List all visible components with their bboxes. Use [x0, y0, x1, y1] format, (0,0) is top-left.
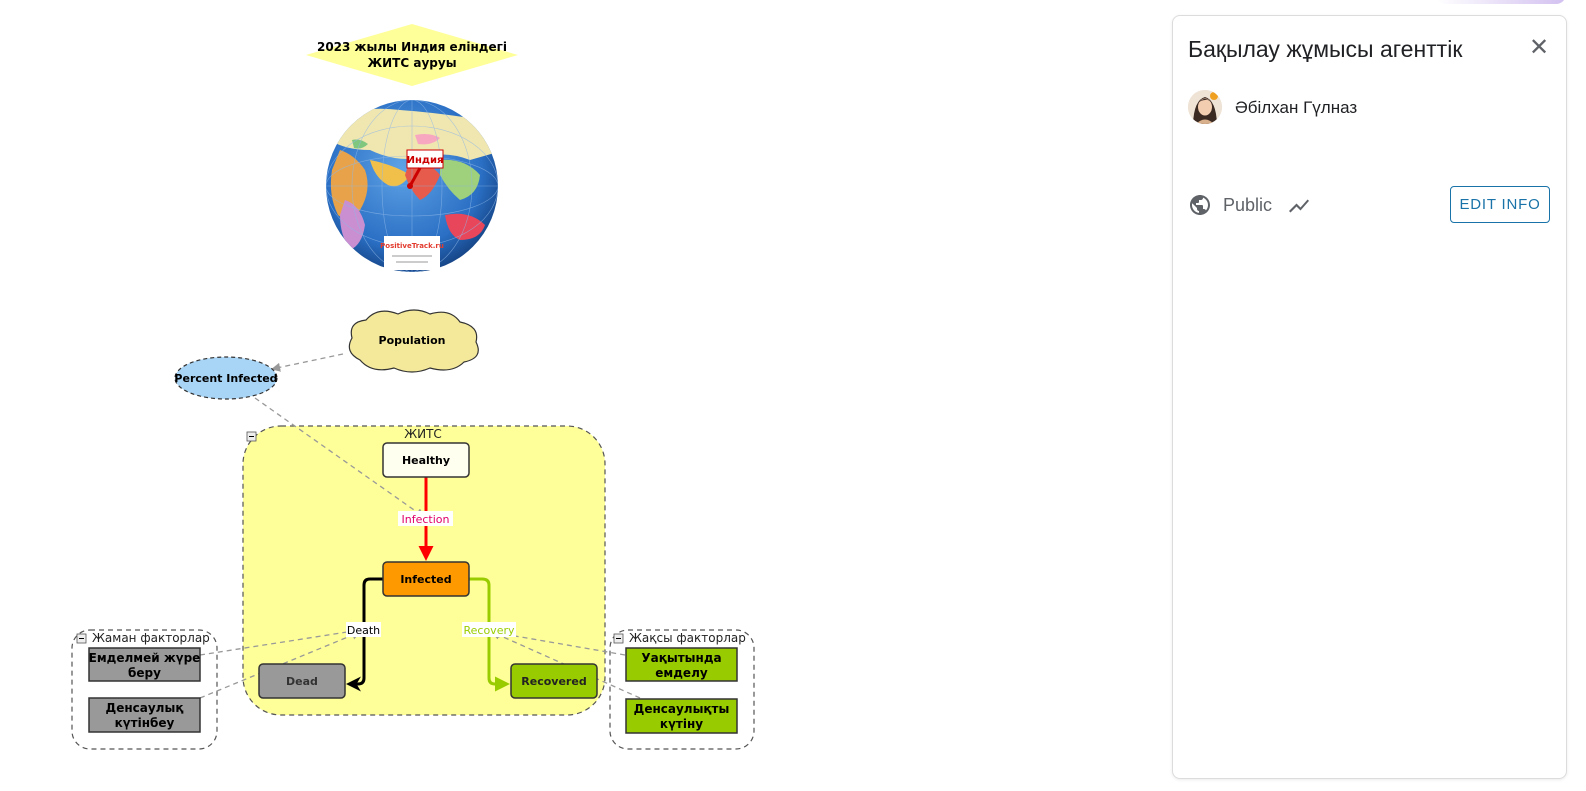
title-line-2: ЖИТС ауруы [367, 56, 456, 70]
bad-factor-1-line-1: Емделмей жүре [89, 651, 201, 665]
percent-infected-label: Percent Infected [174, 372, 277, 385]
trending-icon[interactable] [1287, 194, 1311, 218]
recovered-stock[interactable]: Recovered [510, 663, 598, 699]
author-name[interactable]: Әбілхан Гүлназ [1235, 98, 1358, 117]
edit-info-button[interactable]: EDIT INFO [1450, 186, 1550, 223]
india-globe-image[interactable]: PositiveTrack.ru Индия [326, 100, 505, 272]
panel-title: Бақылау жұмысы агенттік [1188, 36, 1463, 62]
bad-factors-label: Жаман факторлар [92, 631, 210, 645]
healthy-stock[interactable]: Healthy [382, 442, 470, 478]
population-variable[interactable]: Population [348, 309, 479, 373]
healthy-label: Healthy [402, 454, 450, 467]
good-factors-label: Жақсы факторлар [629, 631, 746, 645]
bad-factor-1-line-2: беру [128, 666, 161, 680]
recovery-label: Recovery [463, 624, 514, 637]
death-label: Death [347, 624, 380, 637]
visibility-label: Public [1223, 195, 1273, 215]
bad-factor-2-line-1: Денсаулық [106, 701, 184, 715]
death-flow[interactable]: Death [346, 577, 384, 692]
title-diamond[interactable]: 2023 жылы Индия еліндегі ЖИТС ауруы [306, 24, 518, 86]
percent-infected-variable[interactable]: Percent Infected [174, 356, 278, 400]
infected-stock[interactable]: Infected [382, 561, 470, 597]
good-factor-timely-treatment[interactable]: Уақытында емделу [625, 647, 738, 682]
recovered-label: Recovered [521, 675, 586, 688]
good-factor-1-line-1: Уақытында [641, 651, 721, 665]
globe-india-label: Индия [407, 155, 444, 166]
recovery-flow[interactable]: Recovery [462, 577, 516, 692]
infection-label: Infection [402, 513, 450, 526]
bad-factor-no-treatment[interactable]: Емделмей жүре беру [88, 647, 201, 682]
corner-decoration [1436, 0, 1566, 4]
population-label: Population [379, 334, 446, 347]
bad-factor-no-health-care[interactable]: Денсаулық күтінбеу [88, 697, 201, 733]
bad-factor-2-line-2: күтінбеу [115, 716, 175, 730]
public-globe-icon [1190, 195, 1210, 215]
avatar[interactable] [1188, 90, 1222, 124]
title-line-1: 2023 жылы Индия еліндегі [317, 40, 507, 54]
good-factor-health-care[interactable]: Денсаулықты күтіну [625, 698, 738, 734]
globe-brand: PositiveTrack.ru [380, 242, 444, 250]
dead-label: Dead [286, 675, 318, 688]
zhits-folder-label: ЖИТС [404, 427, 442, 441]
infection-flow[interactable]: Infection [398, 477, 453, 561]
dependency-links [199, 353, 641, 699]
good-factor-2-line-1: Денсаулықты [634, 702, 730, 716]
info-panel: Бақылау жұмысы агенттік ✕ Әбілхан Гүлназ… [1172, 15, 1567, 779]
infected-label: Infected [400, 573, 451, 586]
avatar-image [1188, 90, 1222, 124]
good-factor-1-line-2: емделу [655, 666, 708, 680]
good-factor-2-line-2: күтіну [660, 717, 703, 731]
model-canvas[interactable]: 2023 жылы Индия еліндегі ЖИТС ауруы Posi… [0, 0, 1160, 791]
close-icon[interactable]: ✕ [1528, 33, 1550, 61]
dead-stock[interactable]: Dead [258, 663, 346, 699]
